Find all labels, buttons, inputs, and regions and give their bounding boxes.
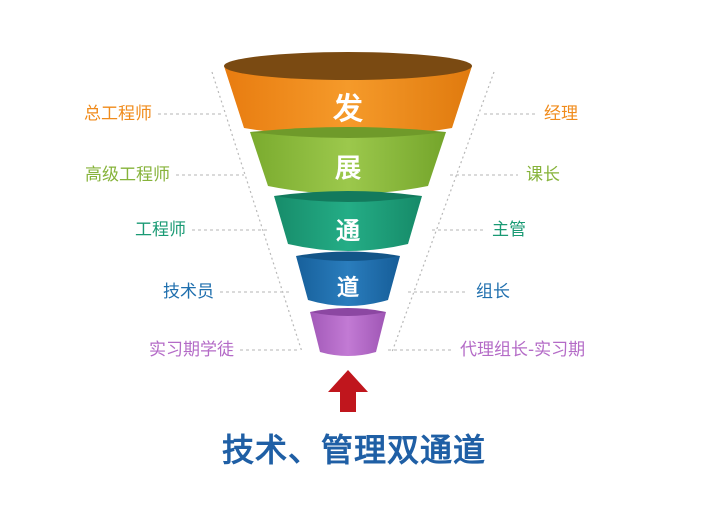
diagram-caption: 技术、管理双通道 [221, 431, 486, 469]
funnel-char-4: 道 [336, 276, 359, 301]
tech-level-2-label: 高级工程师 [85, 165, 170, 185]
funnel-tier-5 [310, 308, 386, 356]
tech-level-4-label: 技术员 [163, 282, 214, 302]
mgmt-level-5-label: 代理组长-实习期 [460, 340, 586, 360]
funnel-tier-3 [274, 191, 422, 251]
funnel-char-3: 通 [336, 217, 360, 245]
funnel-tier-4 [296, 251, 400, 306]
funnel-char-2: 展 [334, 154, 361, 184]
mgmt-level-3-label: 主管 [492, 220, 526, 240]
mgmt-level-2-label: 课长 [526, 165, 560, 185]
funnel-tier-1 [224, 52, 472, 137]
leader-lines [158, 113, 536, 351]
funnel-outline-lines [211, 71, 495, 353]
funnel-tier-2 [250, 127, 446, 194]
up-arrow-icon [328, 370, 368, 412]
mgmt-level-1-label: 经理 [544, 104, 578, 124]
mgmt-level-4-label: 组长 [476, 282, 510, 302]
tech-level-3-label: 工程师 [135, 220, 186, 240]
tech-level-1-label: 总工程师 [84, 104, 152, 124]
tech-level-5-label: 实习期学徒 [149, 340, 234, 360]
funnel-char-1: 发 [333, 92, 363, 127]
